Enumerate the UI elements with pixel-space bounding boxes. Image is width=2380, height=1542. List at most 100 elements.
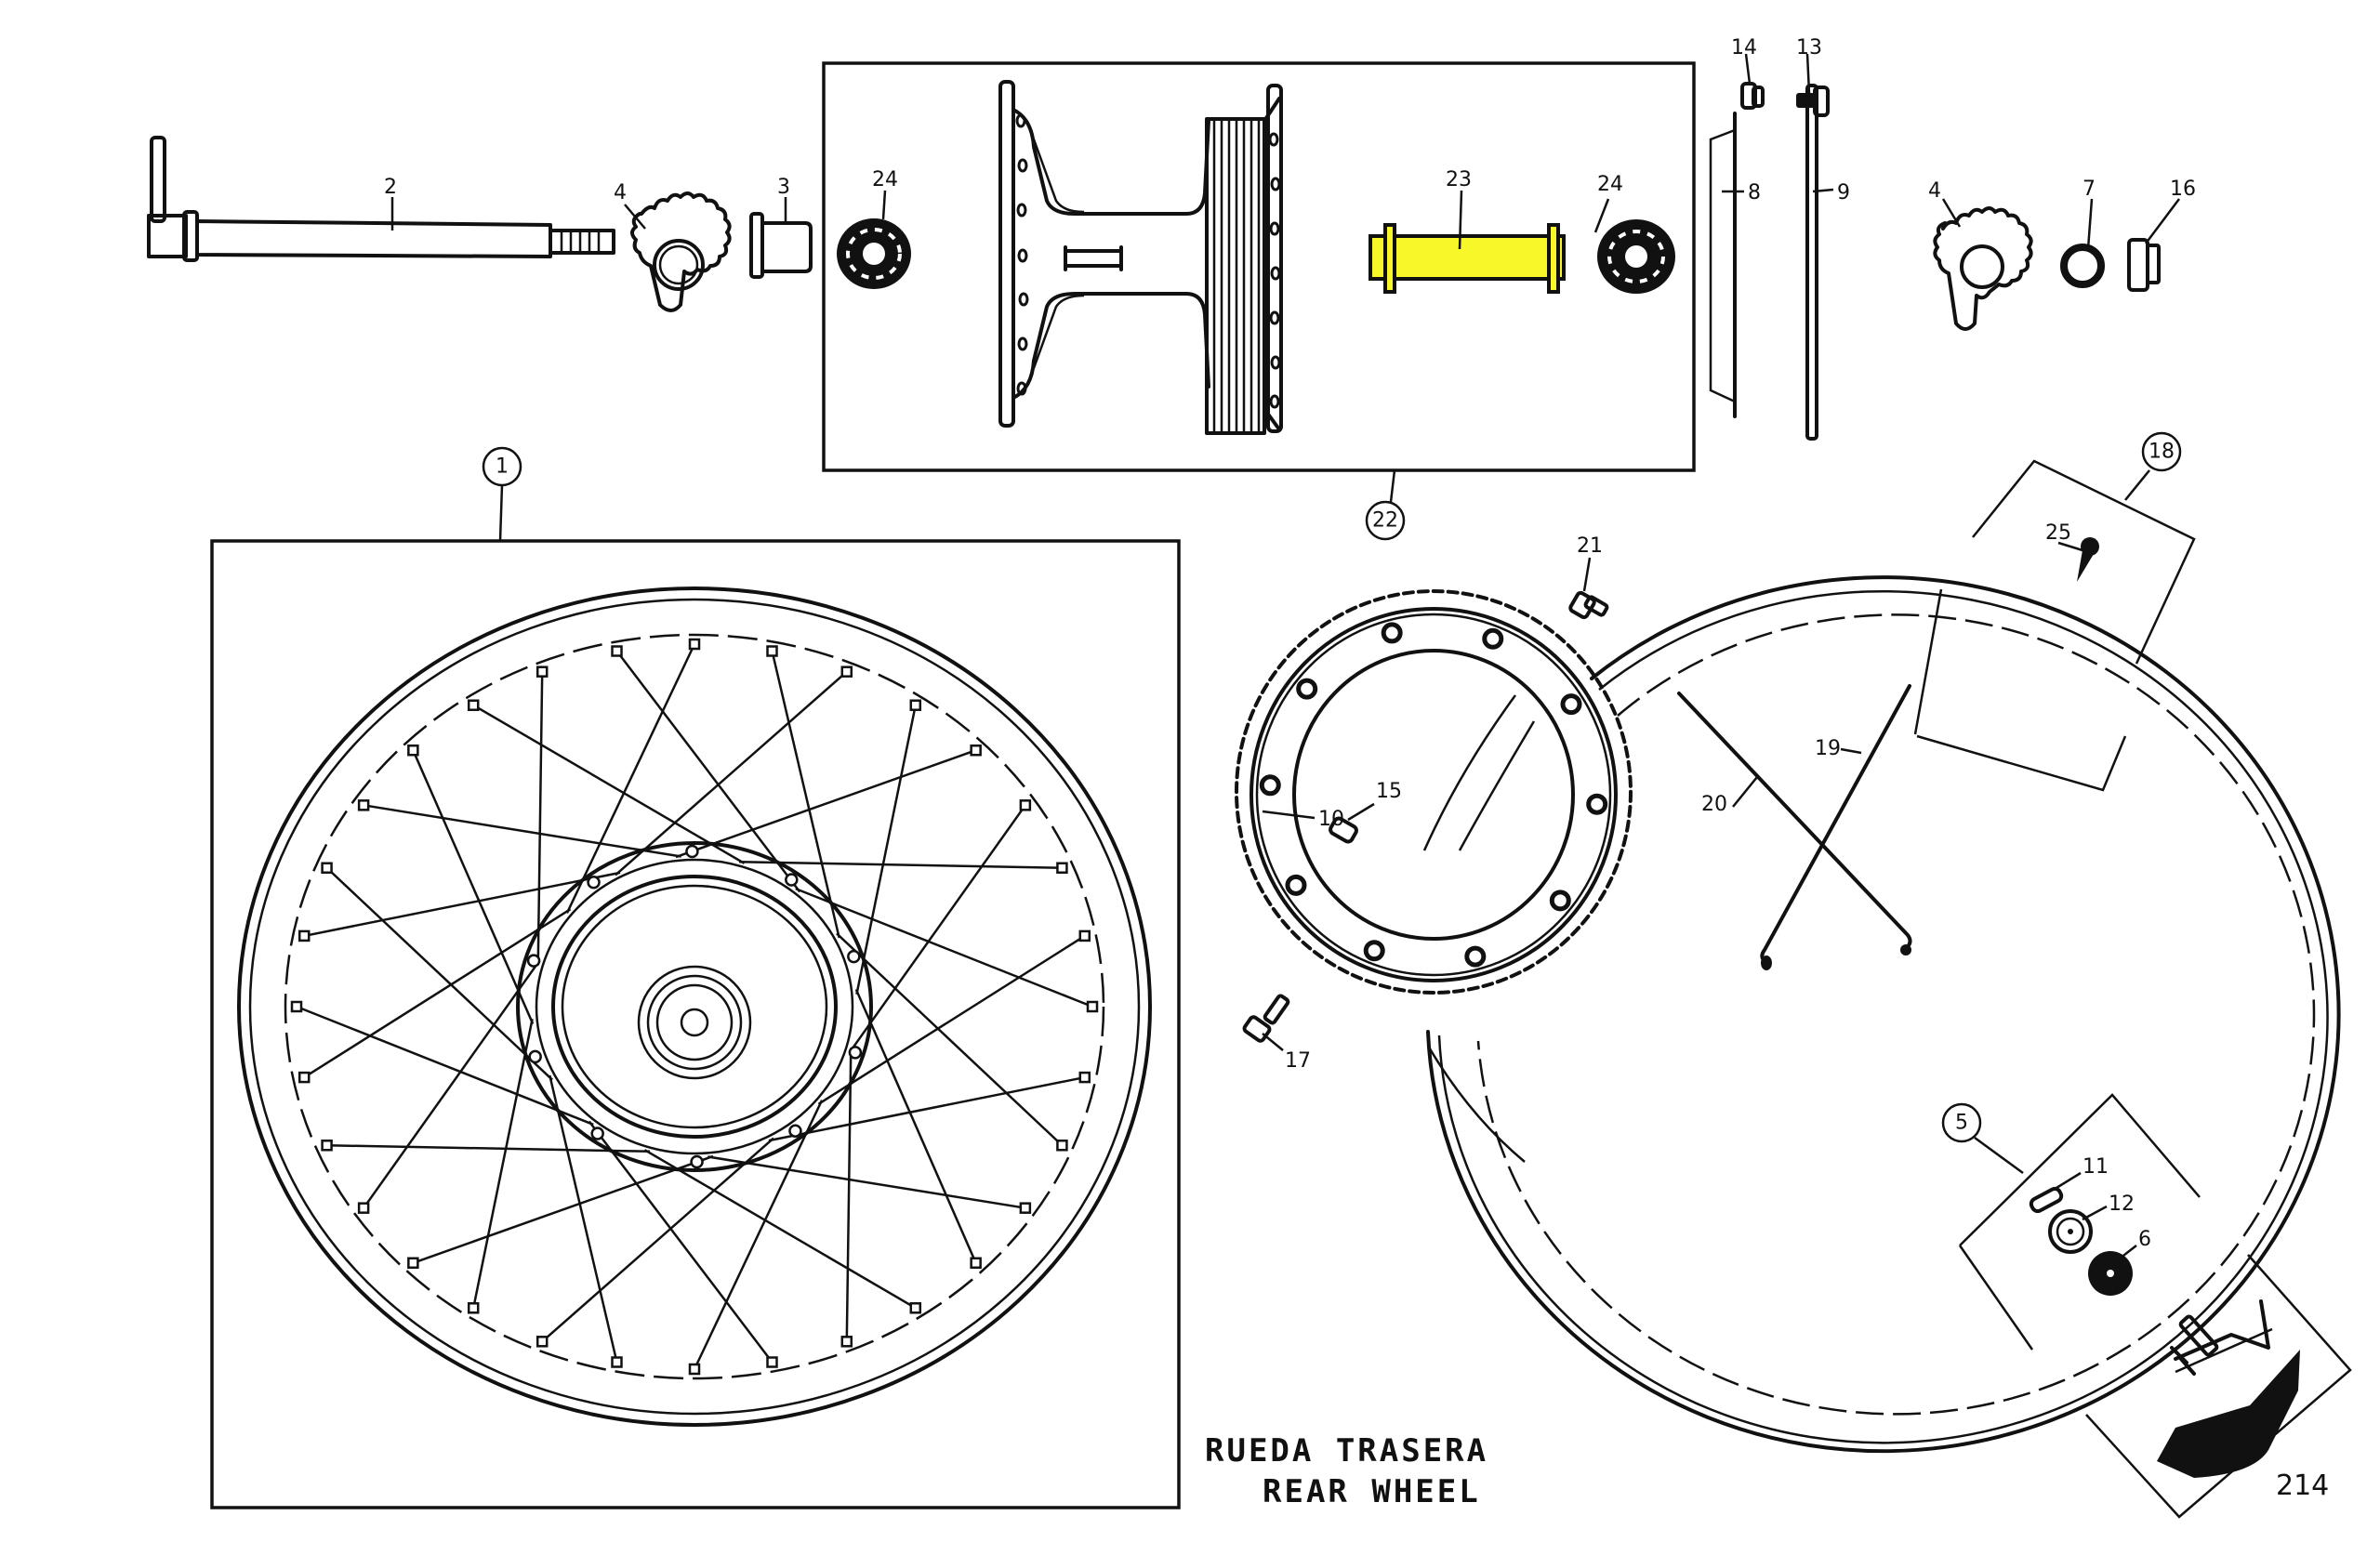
part-9-rod[interactable] bbox=[1805, 84, 1818, 441]
part-15-nut[interactable] bbox=[1329, 816, 1358, 844]
spoke bbox=[845, 1048, 853, 1342]
leader-24a bbox=[881, 190, 887, 220]
label-2: 2 bbox=[384, 176, 397, 199]
spoke bbox=[836, 932, 1064, 1147]
part-4-chain-adjuster-left[interactable] bbox=[630, 191, 732, 312]
sprocket-bolt-holes bbox=[1259, 622, 1608, 968]
leader-13 bbox=[1805, 53, 1811, 94]
spoke-nipple bbox=[688, 638, 701, 651]
leader-5 bbox=[1974, 1136, 2024, 1175]
spoke bbox=[707, 1155, 1026, 1209]
spoke-nipple bbox=[1078, 1071, 1091, 1084]
leader-7 bbox=[2086, 198, 2094, 250]
sprocket-hole bbox=[1363, 940, 1385, 962]
label-4b: 4 bbox=[1928, 179, 1941, 203]
part-14-nut[interactable] bbox=[1740, 82, 1765, 110]
part-1-complete-rear-wheel[interactable] bbox=[237, 586, 1152, 1427]
sprocket-hole bbox=[1549, 890, 1571, 912]
sprocket-hole bbox=[1259, 774, 1281, 797]
spoke-nipple bbox=[321, 862, 333, 875]
hub-hole bbox=[785, 873, 799, 887]
leader-11 bbox=[2056, 1171, 2082, 1190]
hub-body[interactable] bbox=[998, 80, 1283, 435]
part-25-screw[interactable] bbox=[2077, 537, 2099, 582]
spoke-nipple bbox=[290, 1000, 303, 1013]
spoke bbox=[615, 670, 848, 876]
hub-hole bbox=[847, 949, 861, 964]
label-22: 22 bbox=[1372, 509, 1398, 533]
spoke-nipple bbox=[321, 1139, 333, 1152]
callout-circle-18 bbox=[2141, 431, 2182, 472]
leader-24b bbox=[1593, 198, 1610, 233]
rim-tape-detail-box bbox=[1913, 459, 2196, 792]
label-24b: 24 bbox=[1597, 173, 1623, 196]
label-21: 21 bbox=[1577, 534, 1603, 558]
part-7-washer[interactable] bbox=[2060, 244, 2105, 288]
leader-6 bbox=[2119, 1245, 2137, 1259]
hub-hole bbox=[848, 1046, 863, 1060]
sprocket-hole bbox=[1586, 793, 1608, 815]
spoke bbox=[768, 1075, 1086, 1142]
label-8: 8 bbox=[1748, 181, 1761, 204]
part-10-sprocket[interactable] bbox=[1235, 589, 1633, 995]
part-19-spoke[interactable] bbox=[1760, 684, 1911, 970]
spoke bbox=[541, 1137, 774, 1343]
spoke-nipple bbox=[840, 666, 853, 678]
spoke bbox=[588, 1120, 774, 1364]
sprocket-hole bbox=[1482, 627, 1504, 650]
part-21-bolt[interactable] bbox=[1568, 590, 1609, 620]
spoke bbox=[412, 749, 535, 1025]
leader-15 bbox=[1347, 802, 1375, 822]
wheel-spokes bbox=[290, 638, 1099, 1376]
label-7: 7 bbox=[2082, 178, 2096, 201]
leader-10 bbox=[1262, 810, 1316, 820]
label-16: 16 bbox=[2170, 178, 2196, 201]
spoke-nipple bbox=[1086, 1000, 1099, 1013]
spoke-nipple bbox=[1019, 1202, 1032, 1214]
part-23-spacer-tube-highlighted[interactable] bbox=[1368, 223, 1566, 294]
part-6-valve-nut[interactable] bbox=[2088, 1251, 2133, 1296]
spoke-nipple bbox=[467, 1302, 480, 1314]
spoke-nipple bbox=[611, 645, 623, 657]
part-12-valve-washer[interactable] bbox=[2048, 1209, 2093, 1254]
spoke bbox=[771, 651, 840, 939]
callout-circle-22 bbox=[1365, 500, 1406, 541]
part-24-bearing-right[interactable] bbox=[1597, 219, 1675, 294]
leader-25 bbox=[2057, 541, 2083, 552]
leader-16 bbox=[2145, 198, 2180, 244]
rim-lock[interactable] bbox=[2157, 1299, 2300, 1478]
spoke bbox=[693, 1100, 824, 1370]
hub-hole bbox=[690, 1154, 704, 1169]
label-23: 23 bbox=[1446, 168, 1472, 191]
part-3-spacer[interactable] bbox=[749, 212, 813, 279]
spoke-nipple bbox=[407, 1257, 419, 1270]
spoke bbox=[412, 1154, 714, 1264]
part-4-chain-adjuster-right[interactable] bbox=[1933, 206, 2033, 331]
part-16-nut[interactable] bbox=[2127, 238, 2161, 292]
part-20-spoke[interactable] bbox=[1677, 692, 1912, 956]
spoke-nipple bbox=[298, 1071, 311, 1084]
part-13-bolt[interactable] bbox=[1796, 86, 1830, 117]
label-24a: 24 bbox=[872, 168, 898, 191]
label-1: 1 bbox=[496, 455, 509, 479]
spoke bbox=[675, 749, 977, 859]
spoke bbox=[855, 705, 918, 995]
part-11-valve-core[interactable] bbox=[2029, 1186, 2064, 1214]
callout-circle-5 bbox=[1941, 1102, 1982, 1143]
spoke bbox=[643, 1149, 917, 1310]
hub-hole bbox=[587, 876, 601, 890]
spoke bbox=[303, 871, 621, 938]
leader-19 bbox=[1840, 747, 1862, 755]
part-24-bearing-left[interactable] bbox=[837, 218, 911, 289]
spoke-nipple bbox=[536, 1336, 549, 1348]
leader-23 bbox=[1458, 190, 1463, 250]
spoke bbox=[565, 643, 696, 914]
spoke-nipple bbox=[766, 645, 778, 657]
rim[interactable] bbox=[1426, 575, 2341, 1454]
part-2-axle[interactable] bbox=[147, 136, 615, 262]
spoke-nipple bbox=[766, 1356, 778, 1368]
spoke bbox=[296, 1005, 594, 1127]
hub-hole bbox=[685, 844, 699, 859]
spoke bbox=[549, 1074, 618, 1363]
part-8-brake-plate[interactable] bbox=[1709, 112, 1737, 418]
